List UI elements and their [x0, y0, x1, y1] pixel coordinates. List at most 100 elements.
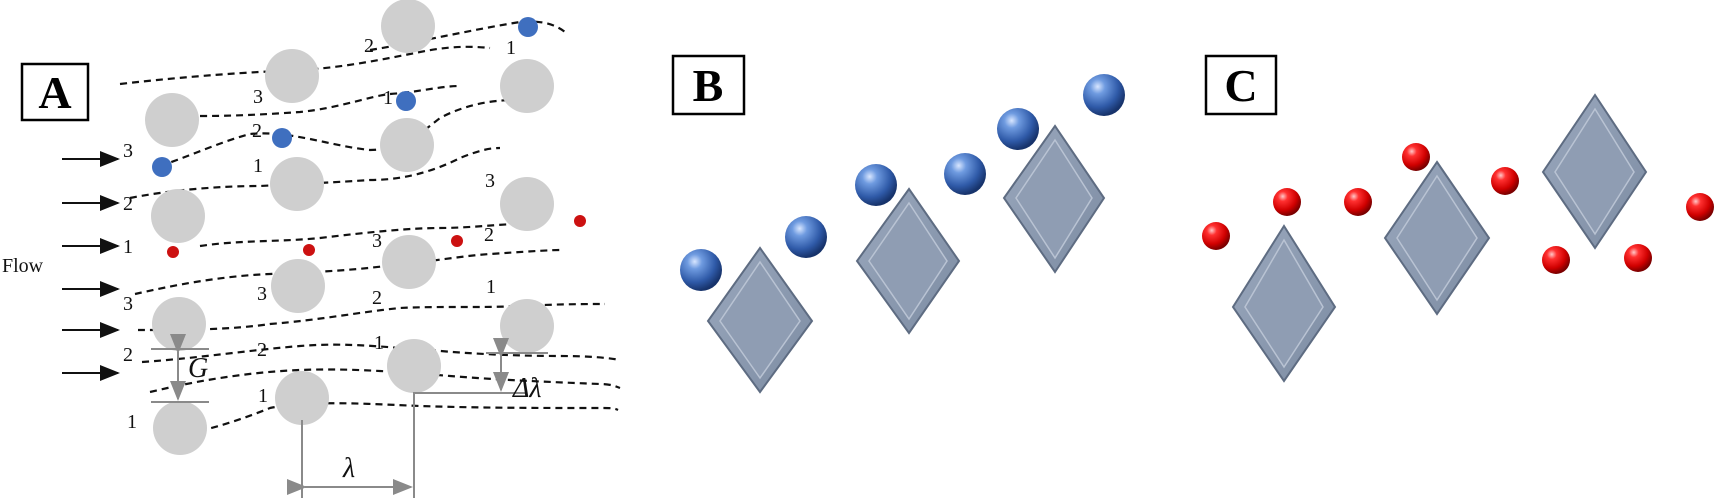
small-particle [1624, 244, 1652, 272]
post [271, 259, 325, 313]
period-dimension: λ [287, 392, 415, 498]
large-particle [855, 164, 897, 206]
streamline-number: 2 [257, 339, 267, 361]
inlet-arrows [62, 151, 120, 381]
small-particle [1344, 188, 1372, 216]
streamline-number: 3 [253, 86, 263, 108]
post [382, 235, 436, 289]
row-number: 2 [123, 193, 133, 215]
diamond-post [706, 246, 814, 394]
streamline-number: 2 [252, 120, 262, 142]
streamline [149, 368, 621, 394]
streamline-number: 1 [383, 87, 393, 109]
post [381, 0, 435, 53]
post [500, 299, 554, 353]
panel-label-c: C [1224, 60, 1257, 111]
diamond-posts [1231, 93, 1648, 383]
post [387, 339, 441, 393]
streamline-number: 1 [127, 411, 137, 433]
large-particle [1083, 74, 1125, 116]
small-particle [1686, 193, 1714, 221]
diamond-post [1231, 224, 1337, 383]
large-particle [152, 157, 172, 177]
streamline [137, 302, 606, 332]
post [153, 401, 207, 455]
large-particle [518, 17, 538, 37]
small-particle [1273, 188, 1301, 216]
panel-label-box-b [671, 54, 746, 116]
small-particles [1202, 143, 1714, 274]
streamline [199, 84, 461, 118]
period-symbol: λ [342, 453, 355, 484]
small-particle [1402, 143, 1430, 171]
streamline-numbers: 3 2 1 3 2 2 1 3 1 2 1 3 3 2 3 2 1 2 1 1 … [123, 35, 516, 433]
panel-c: C [1202, 54, 1714, 383]
row-number: 1 [123, 236, 133, 258]
row-number: 2 [123, 344, 133, 366]
streamline [175, 402, 619, 438]
small-particle [303, 244, 315, 256]
panel-label-a: A [38, 67, 71, 118]
streamline [199, 222, 521, 248]
streamline-number: 1 [486, 276, 496, 298]
streamline-number: 1 [374, 332, 384, 354]
streamline-number: 1 [258, 385, 268, 407]
diamond-posts [706, 124, 1106, 394]
streamline [129, 146, 501, 200]
streamline-number: 3 [485, 170, 495, 192]
panel-label-box-a [20, 62, 90, 122]
post [265, 49, 319, 103]
small-particle [1542, 246, 1570, 274]
small-particle [1491, 167, 1519, 195]
small-particles [167, 215, 586, 258]
post [500, 177, 554, 231]
panel-a: A [2, 0, 621, 498]
large-particles [680, 74, 1125, 291]
streamline [119, 45, 491, 86]
streamline-number: 2 [364, 35, 374, 57]
streamline [159, 98, 516, 168]
gap-dimension: G [151, 334, 209, 403]
row-number: 3 [123, 293, 133, 315]
streamline-number: 1 [506, 37, 516, 59]
large-particle [785, 216, 827, 258]
large-particle [944, 153, 986, 195]
diamond-post [1541, 93, 1648, 250]
small-particle [451, 235, 463, 247]
post [145, 93, 199, 147]
streamline-number: 2 [484, 224, 494, 246]
streamline-number: 2 [372, 287, 382, 309]
post-array [145, 0, 554, 455]
large-particle [396, 91, 416, 111]
small-particle [1202, 222, 1230, 250]
large-particle [272, 128, 292, 148]
post [500, 59, 554, 113]
panel-label-box-c [1204, 54, 1278, 116]
large-particle [997, 108, 1039, 150]
streamline-number: 3 [372, 230, 382, 252]
row-number: 3 [123, 140, 133, 162]
post [152, 297, 206, 351]
shift-symbol: Δλ [512, 373, 542, 404]
diamond-post [855, 187, 961, 335]
gap-symbol: G [188, 353, 208, 384]
shift-dimension: Δλ [414, 338, 548, 404]
streamline-number: 3 [257, 283, 267, 305]
post [151, 189, 205, 243]
streamline [134, 248, 561, 296]
large-particle [680, 249, 722, 291]
small-particle [167, 246, 179, 258]
streamline-number: 1 [253, 155, 263, 177]
diamond-post [1383, 160, 1491, 316]
panel-label-b: B [693, 60, 724, 111]
post [270, 157, 324, 211]
panel-b: B [671, 54, 1125, 394]
streamline [141, 343, 621, 364]
large-particles [152, 17, 538, 177]
post [380, 118, 434, 172]
small-particle [574, 215, 586, 227]
diamond-post [1002, 124, 1106, 274]
post [275, 371, 329, 425]
flow-label: Flow [2, 255, 44, 277]
